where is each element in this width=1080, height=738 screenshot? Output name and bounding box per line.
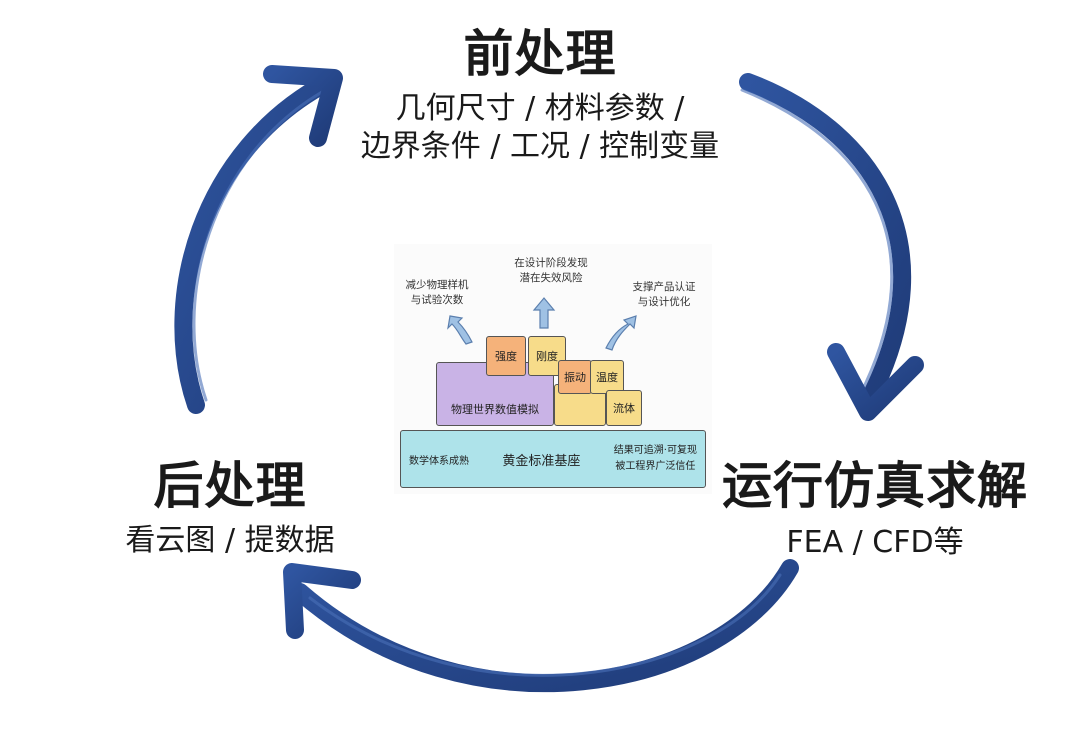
arrow-post-to-pre	[174, 65, 343, 414]
block-fluid: 流体	[606, 390, 642, 426]
base-right-line-2: 被工程界广泛信任	[615, 461, 696, 472]
sketch-arrows	[447, 297, 637, 351]
block-vibration-label: 振动	[564, 371, 586, 384]
note-right-line-2: 与设计优化	[637, 296, 691, 308]
base-title: 黄金标准基座	[502, 453, 581, 469]
note-right: 支撑产品认证 与设计优化	[616, 280, 712, 310]
preprocessing-line-1: 几何尺寸 / 材料参数 /	[395, 91, 685, 126]
simulation-foundation-sketch: 减少物理样机 与试验次数 在设计阶段发现 潜在失效风险 支撑产品认证 与设计优化…	[394, 244, 712, 494]
solve-sub: FEA / CFD等	[786, 525, 964, 560]
block-vibration: 振动	[558, 360, 592, 394]
up-arrow-left	[447, 315, 473, 345]
stage-postprocessing: 后处理 看云图 / 提数据	[60, 446, 400, 560]
block-stiffness: 刚度	[528, 336, 566, 376]
up-arrow-middle	[532, 297, 556, 329]
note-left: 减少物理样机 与试验次数	[392, 278, 482, 308]
block-fluid-label: 流体	[613, 402, 635, 415]
postprocessing-title: 后处理	[153, 457, 307, 515]
block-strength-label: 强度	[495, 350, 517, 363]
block-physical-label: 物理世界数值模拟	[451, 403, 539, 416]
base-right-line-1: 结果可追溯·可复现	[613, 445, 697, 456]
arrow-run-to-post	[283, 559, 799, 693]
block-temperature: 温度	[590, 360, 624, 394]
postprocessing-sub: 看云图 / 提数据	[125, 523, 335, 558]
note-middle: 在设计阶段发现 潜在失效风险	[496, 256, 606, 286]
block-strength: 强度	[486, 336, 526, 376]
block-stiffness-label: 刚度	[536, 350, 558, 363]
note-right-line-1: 支撑产品认证	[632, 281, 696, 293]
arrow-pre-to-run	[739, 73, 924, 421]
solve-title: 运行仿真求解	[722, 457, 1028, 515]
note-left-line-1: 减少物理样机	[405, 279, 469, 291]
note-middle-line-2: 潜在失效风险	[519, 272, 583, 284]
base-left-label: 数学体系成熟	[409, 455, 469, 467]
stage-preprocessing: 前处理 几何尺寸 / 材料参数 / 边界条件 / 工况 / 控制变量	[340, 14, 740, 166]
gold-standard-base: 数学体系成熟 黄金标准基座 结果可追溯·可复现 被工程界广泛信任	[400, 430, 706, 488]
up-arrow-right	[605, 315, 637, 351]
base-right: 结果可追溯·可复现 被工程界广泛信任	[614, 443, 697, 475]
stage-solve: 运行仿真求解 FEA / CFD等	[720, 446, 1030, 562]
block-temperature-label: 温度	[596, 371, 618, 384]
preprocessing-title: 前处理	[463, 25, 617, 83]
preprocessing-line-2: 边界条件 / 工况 / 控制变量	[360, 129, 720, 164]
note-middle-line-1: 在设计阶段发现	[514, 257, 588, 269]
note-left-line-2: 与试验次数	[410, 294, 464, 306]
